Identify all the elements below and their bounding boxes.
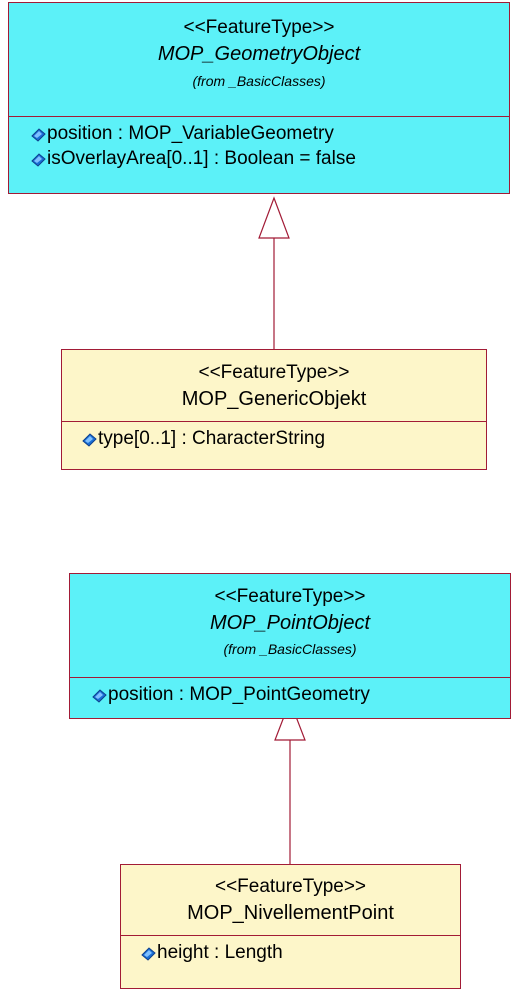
attribute-diamond-icon xyxy=(29,125,47,143)
generalization-arrowhead-1 xyxy=(258,196,290,239)
class-header: <<FeatureType>> MOP_NivellementPoint xyxy=(121,865,460,936)
class-header: <<FeatureType>> MOP_PointObject (from _B… xyxy=(70,574,510,678)
attribute-label: isOverlayArea[0..1] : Boolean = false xyxy=(47,148,356,169)
attribute-label: position : MOP_PointGeometry xyxy=(108,684,370,705)
class-name: MOP_GeometryObject xyxy=(157,43,361,65)
class-mop-nivellementpoint[interactable]: <<FeatureType>> MOP_NivellementPoint hei… xyxy=(120,864,461,989)
class-name: MOP_GenericObjekt xyxy=(181,388,367,410)
class-mop-genericobjekt[interactable]: <<FeatureType>> MOP_GenericObjekt type[0… xyxy=(61,349,487,470)
package-origin-label: (from _BasicClasses) xyxy=(223,641,357,657)
attribute-row[interactable]: isOverlayArea[0..1] : Boolean = false xyxy=(29,146,509,171)
class-mop-geometryobject[interactable]: <<FeatureType>> MOP_GeometryObject (from… xyxy=(8,2,510,194)
attribute-compartment: type[0..1] : CharacterString xyxy=(62,422,486,451)
stereotype-label: <<FeatureType>> xyxy=(183,17,335,38)
attribute-row[interactable]: height : Length xyxy=(139,940,460,965)
class-header: <<FeatureType>> MOP_GenericObjekt xyxy=(62,350,486,422)
stereotype-label: <<FeatureType>> xyxy=(214,586,366,607)
package-origin-label: (from _BasicClasses) xyxy=(192,73,326,89)
attribute-row[interactable]: position : MOP_PointGeometry xyxy=(90,682,510,707)
attribute-label: height : Length xyxy=(157,942,283,963)
attribute-diamond-icon xyxy=(29,150,47,168)
attribute-label: position : MOP_VariableGeometry xyxy=(47,123,334,144)
class-mop-pointobject[interactable]: <<FeatureType>> MOP_PointObject (from _B… xyxy=(69,573,511,719)
attribute-diamond-icon xyxy=(90,686,108,704)
generalization-arrowhead-2 xyxy=(274,699,306,741)
class-name: MOP_PointObject xyxy=(209,612,371,634)
stereotype-label: <<FeatureType>> xyxy=(214,876,367,897)
class-name: MOP_NivellementPoint xyxy=(187,902,394,924)
attribute-compartment: position : MOP_VariableGeometry isOverla… xyxy=(9,117,509,171)
attribute-label: type[0..1] : CharacterString xyxy=(98,428,326,449)
stereotype-label: <<FeatureType>> xyxy=(198,362,350,383)
attribute-compartment: height : Length xyxy=(121,936,460,965)
attribute-compartment: position : MOP_PointGeometry xyxy=(70,678,510,707)
class-header: <<FeatureType>> MOP_GeometryObject (from… xyxy=(9,3,509,117)
attribute-diamond-icon xyxy=(139,944,157,962)
attribute-diamond-icon xyxy=(80,430,98,448)
attribute-row[interactable]: type[0..1] : CharacterString xyxy=(80,426,486,451)
attribute-row[interactable]: position : MOP_VariableGeometry xyxy=(29,121,509,146)
